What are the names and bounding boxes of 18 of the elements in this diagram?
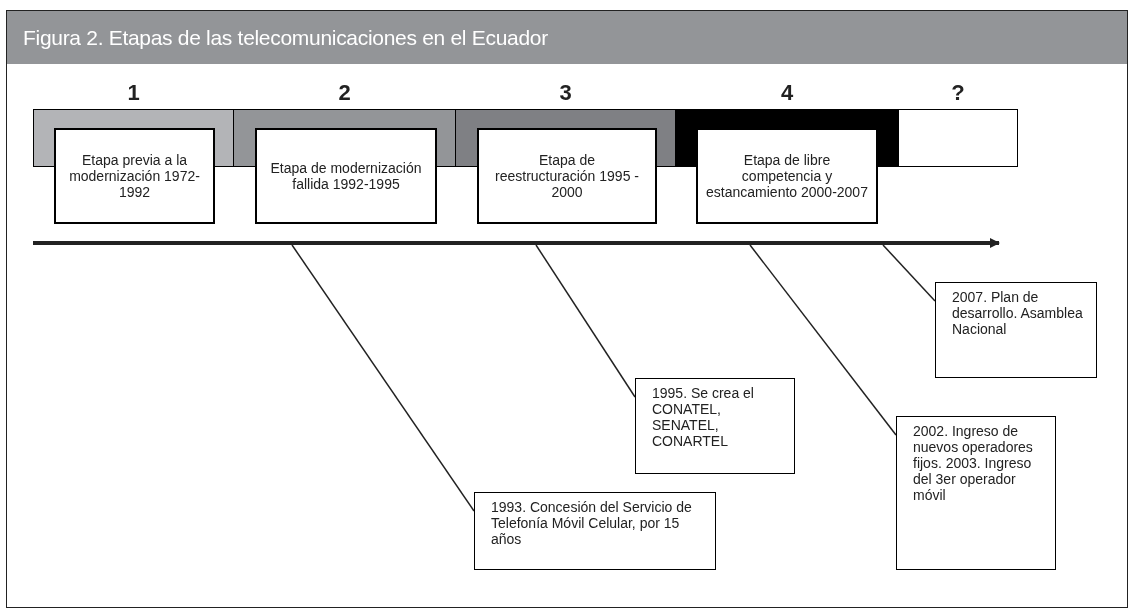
event-box: 2002. Ingreso de nuevos operadores fijos. 2003. Ingreso del 3er operador móvil [896, 416, 1056, 570]
stage-box: Etapa de reestructuración 1995 - 2000 [477, 128, 657, 224]
event-box: 1995. Se crea el CONATEL, SENATEL, CONARTEL [635, 378, 795, 474]
stage-box: Etapa de libre competencia y estancamiento 2000-2007 [696, 128, 878, 224]
leader-line [749, 244, 897, 436]
stage-number: 3 [558, 79, 573, 107]
stage-box: Etapa de modernización fallida 1992-1995 [255, 128, 437, 224]
stage-number: 1 [126, 79, 141, 107]
stage-number: 2 [337, 79, 352, 107]
event-box: 1993. Concesión del Servicio de Telefonía Móvil Celular, por 15 años [474, 492, 716, 570]
leader-line [882, 244, 936, 302]
event-box: 2007. Plan de desarrollo. Asamblea Nacional [935, 282, 1097, 378]
title-bar: Figura 2. Etapas de las telecomunicaciones en el Ecuador [7, 11, 1127, 64]
stage-box: Etapa previa a la modernización 1972-1992 [54, 128, 215, 224]
leader-line [291, 244, 475, 512]
leader-line [535, 244, 636, 398]
stage-number: ? [950, 79, 966, 107]
stage-number: 4 [779, 79, 795, 107]
